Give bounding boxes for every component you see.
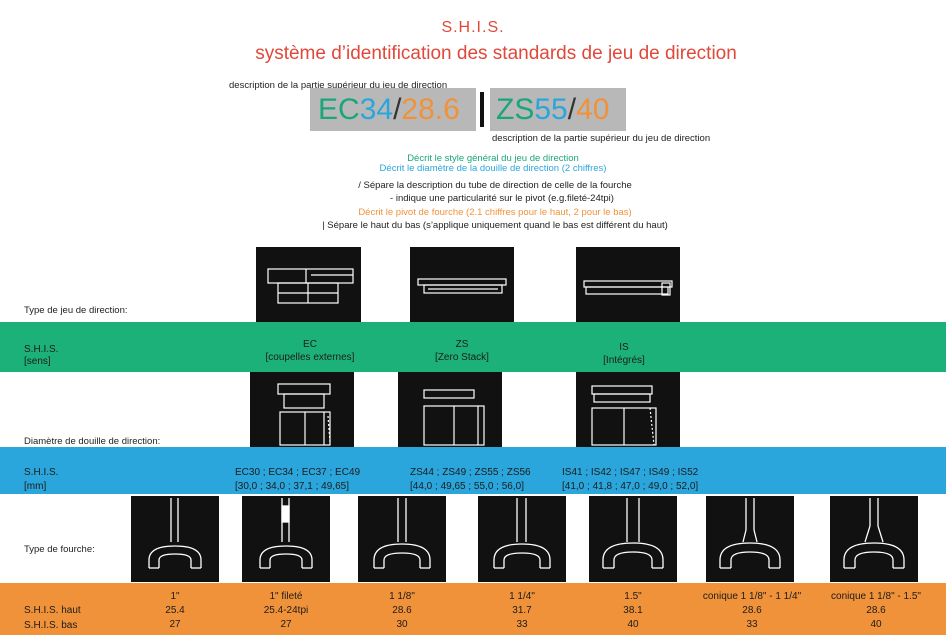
- fork-6-bas: 33: [746, 619, 758, 630]
- fork-5-bas: 40: [627, 619, 639, 630]
- top-description: description de la partie supérieur du je…: [229, 80, 448, 91]
- bas-label: S.H.I.S. bas: [24, 620, 78, 631]
- upper-code-box: EC34/28.6: [310, 88, 476, 131]
- diameter-ec-values: [30,0 ; 34,0 ; 37,1 ; 49,65]: [235, 481, 349, 492]
- fork-6-haut: 28.6: [742, 605, 762, 616]
- fork-4-haut: 31.7: [512, 605, 532, 616]
- fork-5-name: 1.5": [624, 591, 642, 602]
- style-ec-name: [coupelles externes]: [265, 352, 355, 363]
- diameter-is-values: [41,0 ; 41,8 ; 47,0 ; 49,0 ; 52,0]: [562, 481, 699, 492]
- fork-2-name: 1" fileté: [269, 591, 303, 602]
- mm-band: [0, 447, 946, 494]
- style-zs-code: ZS: [455, 339, 469, 350]
- lower-fork-code: 40: [576, 93, 610, 126]
- mm-label-1: S.H.I.S.: [24, 467, 59, 478]
- lower-diameter-code: 55: [534, 93, 568, 126]
- diameter-ec-image: [250, 372, 354, 447]
- fork-3-name: 1 1/8": [389, 591, 415, 602]
- fork-5-haut: 38.1: [623, 605, 643, 616]
- fork-6-name: conique 1 1/8" - 1 1/4": [702, 591, 802, 602]
- style-ec-code: EC: [303, 339, 317, 350]
- diameter-ec-codes: EC30 ; EC34 ; EC37 ; EC49: [235, 467, 361, 478]
- fork-3-haut: 28.6: [392, 605, 412, 616]
- headset-zs-image: [410, 247, 514, 322]
- legend-slash: / Sépare la description du tube de direc…: [358, 180, 632, 191]
- haut-label: S.H.I.S. haut: [24, 605, 81, 616]
- headset-type-label: Type de jeu de direction:: [24, 305, 128, 316]
- legend-diameter: Décrit le diamètre de la douille de dire…: [379, 163, 607, 174]
- style-zs-name: [Zero Stack]: [435, 352, 489, 363]
- fork-1-name: 1": [170, 591, 180, 602]
- fork-image-1: [131, 496, 219, 582]
- legend-style: Décrit le style général du jeu de direct…: [407, 153, 579, 164]
- fork-image-4: [478, 496, 566, 582]
- fork-4-name: 1 1/4": [509, 591, 535, 602]
- fork-image-2: [242, 496, 330, 582]
- fork-image-3: [358, 496, 446, 582]
- upper-style-code: EC: [318, 93, 360, 126]
- fork-type-label: Type de fourche:: [24, 544, 95, 555]
- upper-slash: /: [393, 93, 402, 126]
- diameter-is-image: [576, 372, 680, 447]
- diameter-is-codes: IS41 ; IS42 ; IS47 ; IS49 ; IS52: [562, 467, 699, 478]
- diameter-label: Diamètre de douille de direction:: [24, 436, 161, 447]
- lower-style-code: ZS: [496, 93, 535, 126]
- fork-2-haut: 25.4-24tpi: [263, 605, 309, 616]
- fork-2-bas: 27: [280, 619, 292, 630]
- headset-ec-image: [256, 247, 361, 322]
- sens-label-1: S.H.I.S.: [24, 344, 59, 355]
- code-separator: [480, 92, 484, 127]
- headset-is-image: [576, 247, 680, 322]
- page-subtitle: système d’identification des standards d…: [255, 43, 737, 64]
- fork-4-bas: 33: [516, 619, 528, 630]
- bottom-description: description de la partie supérieur du je…: [492, 133, 711, 144]
- diameter-zs-codes: ZS44 ; ZS49 ; ZS55 ; ZS56: [410, 467, 531, 478]
- page-title: S.H.I.S.: [441, 19, 505, 36]
- fork-1-bas: 27: [169, 619, 181, 630]
- diameter-zs-image: [398, 372, 502, 447]
- sens-label-2: [sens]: [24, 356, 51, 367]
- mm-label-2: [mm]: [24, 481, 47, 492]
- style-is-name: [Intégrés]: [603, 355, 645, 366]
- diameter-zs-values: [44,0 ; 49,65 ; 55,0 ; 56,0]: [410, 481, 524, 492]
- fork-3-bas: 30: [396, 619, 408, 630]
- lower-code-box: ZS55/40: [490, 88, 626, 131]
- fork-image-5: [589, 496, 677, 582]
- legend-fork: Décrit le pivot de fourche (2.1 chiffres…: [358, 207, 632, 218]
- style-is-code: IS: [619, 342, 629, 353]
- legend-dash: - indique une particularité sur le pivot…: [390, 193, 614, 204]
- sens-band: [0, 322, 946, 372]
- upper-diameter-code: 34: [359, 93, 394, 126]
- upper-fork-code: 28.6: [401, 93, 460, 126]
- fork-7-bas: 40: [870, 619, 882, 630]
- fork-7-name: conique 1 1/8" - 1.5": [831, 591, 921, 602]
- fork-1-haut: 25.4: [165, 605, 185, 616]
- lower-slash: /: [567, 93, 577, 126]
- fork-7-haut: 28.6: [866, 605, 886, 616]
- fork-image-6: [706, 496, 794, 582]
- legend-pipe: | Sépare le haut du bas (s’applique uniq…: [322, 220, 668, 231]
- fork-band: [0, 583, 946, 635]
- fork-image-7: [830, 496, 918, 582]
